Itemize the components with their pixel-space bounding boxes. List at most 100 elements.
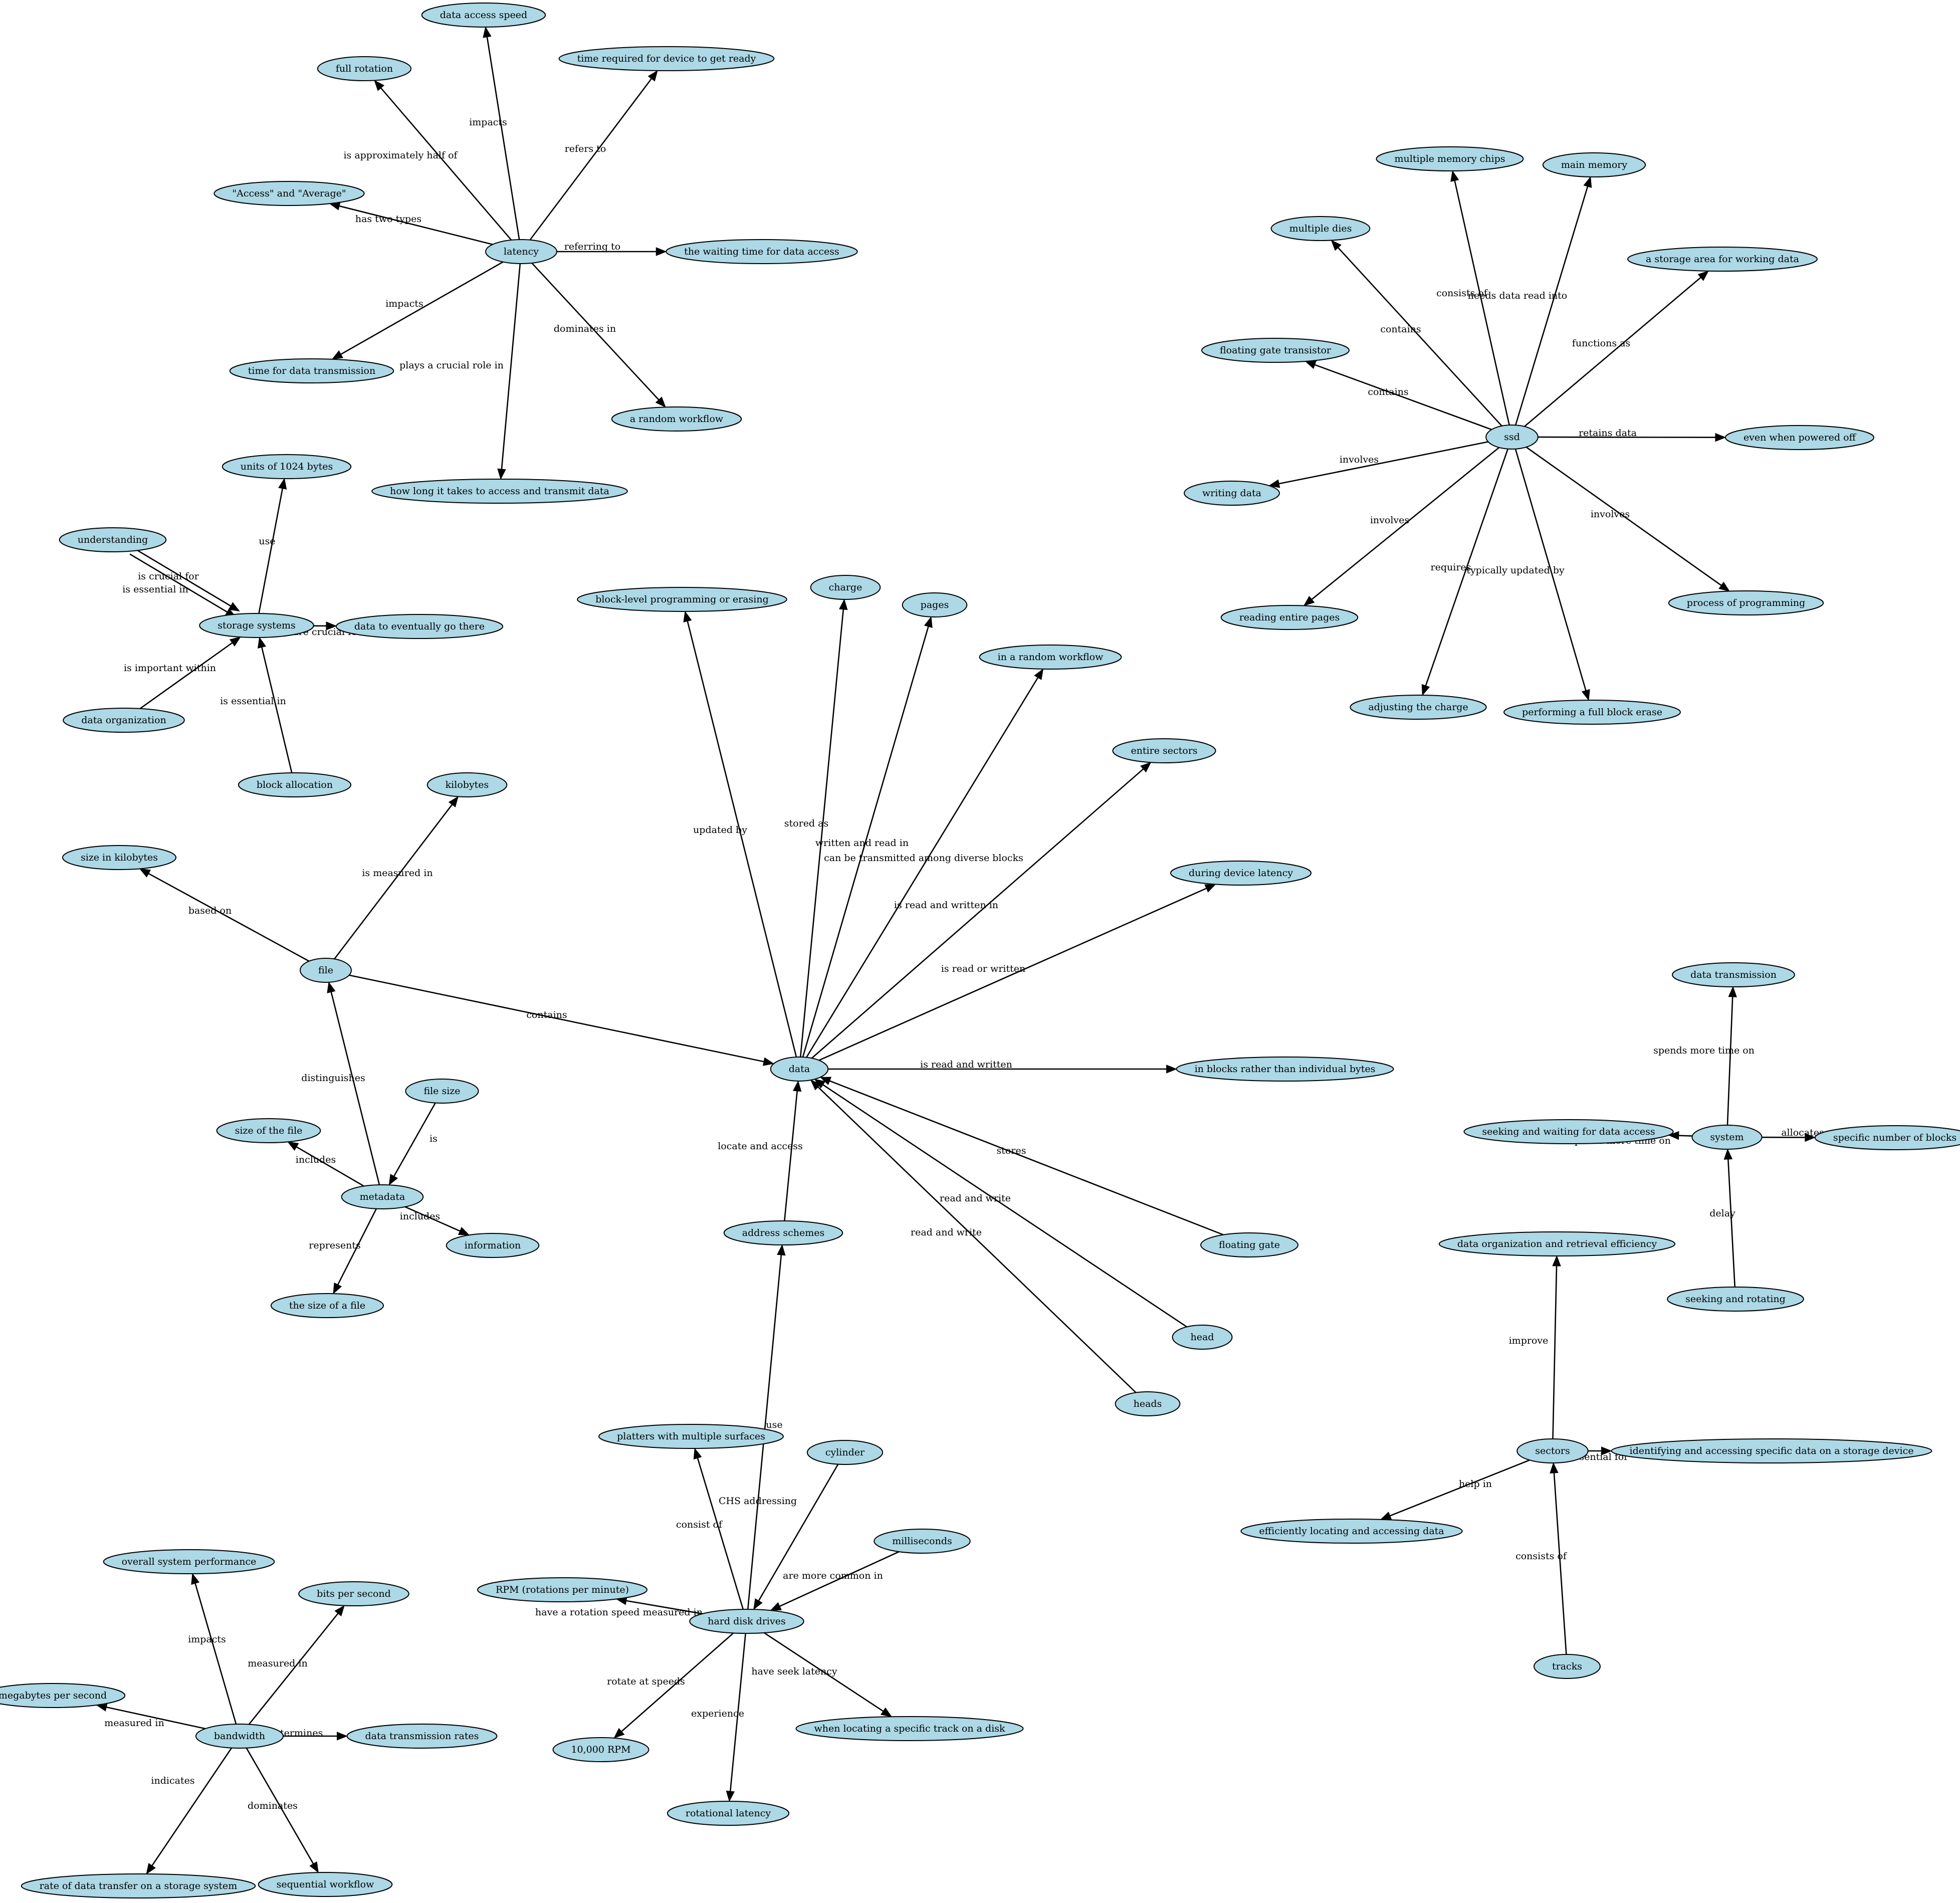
- edge-label: can be transmitted among diverse blocks: [824, 853, 1023, 864]
- edge-label: impacts: [385, 298, 423, 309]
- node-label: full rotation: [336, 63, 393, 74]
- node-label: floating gate: [1219, 1239, 1280, 1250]
- edge-line: [339, 205, 493, 245]
- node-ellipse: [1503, 700, 1681, 725]
- node-label: seeking and waiting for data access: [1482, 1126, 1655, 1137]
- node-label: data: [789, 1064, 810, 1075]
- node-ellipse: [229, 358, 394, 383]
- edge-system-to-specific-blocks: allocates: [1762, 1127, 1824, 1142]
- arrowhead: [647, 70, 658, 82]
- node-ellipse: [21, 1873, 256, 1898]
- node-system: system: [1691, 1125, 1763, 1150]
- node-ellipse: [667, 1801, 790, 1826]
- edge-label: measured in: [104, 1718, 164, 1729]
- node-multiple-memory-chips: multiple memory chips: [1376, 146, 1524, 171]
- node-ellipse: [1172, 1325, 1233, 1350]
- node-label: main memory: [1561, 159, 1627, 170]
- edge-label: have a rotation speed measured in: [535, 1607, 703, 1618]
- edge-label: dominates in: [554, 323, 616, 334]
- node-label: metadata: [360, 1191, 405, 1202]
- node-ellipse: [63, 708, 185, 733]
- edge-ssd-to-full-block-erase: typically updated by: [1466, 449, 1590, 701]
- edge-line: [1338, 247, 1502, 427]
- edge-data-organization-to-storage-systems: is important within: [124, 637, 241, 709]
- edge-tracks-to-sectors: consists of: [1515, 1462, 1568, 1655]
- edge-label: experience: [691, 1708, 744, 1719]
- node-hard-disk-drives: hard disk drives: [689, 1609, 804, 1634]
- edge-label: CHS addressing: [719, 1496, 797, 1507]
- arrowhead: [810, 1080, 821, 1091]
- edge-sectors-to-data-org-retrieval: improve: [1509, 1255, 1561, 1439]
- arrowhead: [770, 1602, 782, 1611]
- node-label: entire sectors: [1131, 745, 1197, 756]
- node-data-org-retrieval: data organization and retrieval efficien…: [1438, 1231, 1676, 1256]
- node-label: sequential workflow: [277, 1879, 374, 1890]
- node-label: data to eventually go there: [354, 621, 485, 632]
- node-label: multiple memory chips: [1394, 153, 1505, 164]
- node-label: data access speed: [440, 10, 527, 21]
- edge-metadata-to-information: includes: [400, 1206, 470, 1235]
- edge-label: use: [766, 1419, 782, 1430]
- edge-seeking-rotating-to-system: delay: [1709, 1148, 1735, 1288]
- edge-file-to-data: contains: [349, 974, 775, 1066]
- edge-bandwidth-to-rate-transfer: indicates: [146, 1747, 233, 1875]
- edge-label: is essential in: [220, 696, 286, 707]
- node-label: specific number of blocks: [1833, 1132, 1956, 1143]
- node-label: data organization: [81, 715, 166, 726]
- edge-file-to-size-kilobytes: based on: [139, 868, 310, 962]
- edge-line: [784, 1091, 798, 1221]
- node-how-long: how long it takes to access and transmit…: [371, 479, 628, 504]
- node-label: overall system performance: [122, 1556, 257, 1567]
- edge-line: [340, 261, 504, 355]
- edge-line: [811, 768, 1144, 1059]
- node-milliseconds: milliseconds: [874, 1529, 971, 1554]
- edge-label: consist of: [676, 1519, 723, 1530]
- node-overall-performance: overall system performance: [103, 1549, 275, 1574]
- node-label: adjusting the charge: [1368, 702, 1468, 713]
- edge-line: [829, 1080, 1224, 1235]
- node-specific-blocks: specific number of blocks: [1814, 1125, 1960, 1150]
- edge-block-allocation-to-storage-systems: is essential in: [220, 637, 293, 773]
- edge-label: contains: [1380, 324, 1421, 335]
- arrowhead: [1697, 270, 1709, 281]
- node-ellipse: [477, 1577, 648, 1602]
- node-ellipse: [1170, 861, 1312, 886]
- edge-label: is read and written: [920, 1059, 1012, 1070]
- edge-latency-to-waiting-time: referring to: [556, 241, 667, 256]
- node-label: performing a full block erase: [1522, 707, 1662, 718]
- edge-line: [129, 553, 228, 613]
- node-megabytes-per-second: megabytes per second: [0, 1683, 126, 1708]
- node-ellipse: [371, 479, 628, 504]
- node-label: data organization and retrieval efficien…: [1457, 1238, 1657, 1249]
- node-cylinder: cylinder: [806, 1440, 884, 1465]
- node-full-rotation: full rotation: [317, 56, 412, 81]
- arrowhead: [1715, 433, 1726, 442]
- arrowhead: [924, 616, 933, 628]
- arrowhead: [191, 1573, 200, 1585]
- edge-label: use: [259, 536, 275, 547]
- node-ellipse: [103, 1549, 275, 1574]
- node-bandwidth: bandwidth: [195, 1724, 284, 1749]
- node-ellipse: [598, 1424, 784, 1449]
- edge-label: is: [429, 1133, 438, 1144]
- node-label: a random workflow: [630, 413, 724, 425]
- edge-line: [621, 1632, 734, 1732]
- edge-label: refers to: [565, 143, 606, 154]
- edge-line: [349, 974, 764, 1063]
- node-label: time required for device to get ready: [577, 53, 756, 64]
- edge-understanding-to-storage-systems: is essential in: [122, 553, 237, 618]
- node-label: information: [465, 1240, 521, 1251]
- edge-line: [106, 1707, 205, 1730]
- node-ellipse: [1611, 1438, 1932, 1463]
- arrowhead: [1718, 581, 1730, 592]
- node-ellipse: [1516, 1438, 1589, 1463]
- node-block-allocation: block allocation: [238, 772, 352, 797]
- arrowhead: [1583, 176, 1592, 188]
- node-floating-gate-transistor: floating gate transistor: [1201, 338, 1350, 363]
- node-label: when locating a specific track on a disk: [814, 1723, 1005, 1734]
- edge-label: indicates: [151, 1775, 194, 1786]
- node-eventually-there: data to eventually go there: [335, 614, 504, 639]
- edge-line: [380, 87, 512, 241]
- edge-latency-to-time-transmission: impacts: [331, 261, 504, 360]
- node-label: in a random workflow: [998, 652, 1104, 663]
